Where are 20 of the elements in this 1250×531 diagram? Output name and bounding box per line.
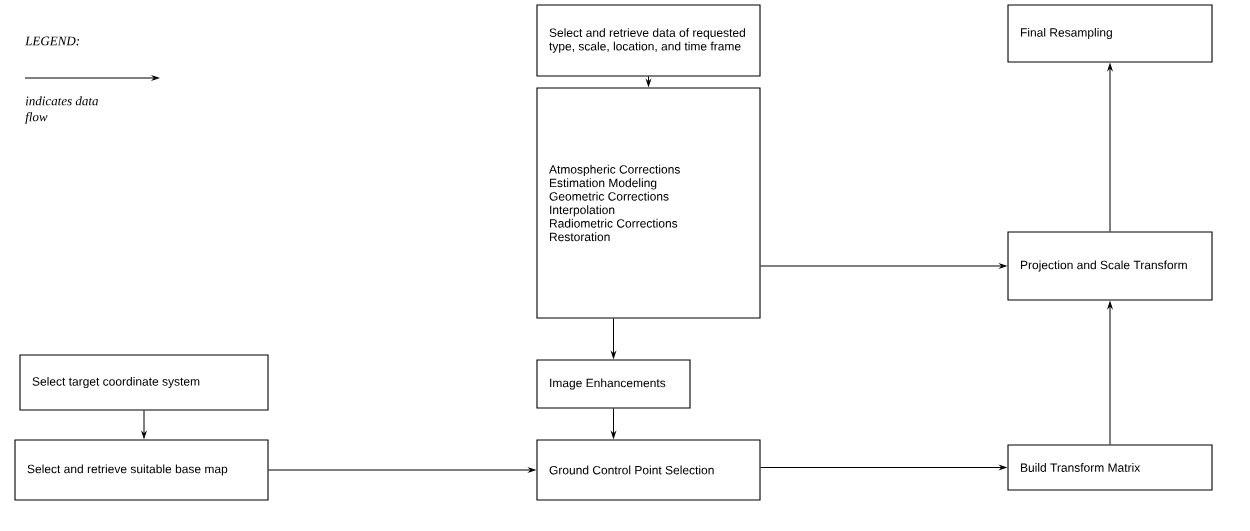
arrow [1107,301,1113,445]
arrow [760,465,1007,470]
arrow [611,408,616,439]
arrow [141,410,147,439]
process-box: Build Transform Matrix [1007,444,1213,491]
arrow [646,76,651,87]
arrow [268,467,536,473]
process-box: Atmospheric Corrections Estimation Modeling Geometric Corrections Interpolation Radiometric Corrections Restoration [536,87,761,319]
arrow [760,263,1007,269]
process-box: Select target coordinate system [19,354,269,411]
process-box: Projection and Scale Transform [1007,231,1213,301]
legend-text: indicates data flow [25,96,98,124]
legend-heading: LEGEND: [25,36,80,46]
arrow [611,318,616,359]
process-box: Select and retrieve data of requested type, scale, location, and time frame [536,4,761,77]
process-box: Ground Control Point Selection [536,439,761,501]
process-box: Select and retrieve suitable base map [14,439,269,501]
process-box: Final Resampling [1007,4,1213,63]
process-box: Image Enhancements [536,359,691,409]
arrow [1107,63,1113,232]
